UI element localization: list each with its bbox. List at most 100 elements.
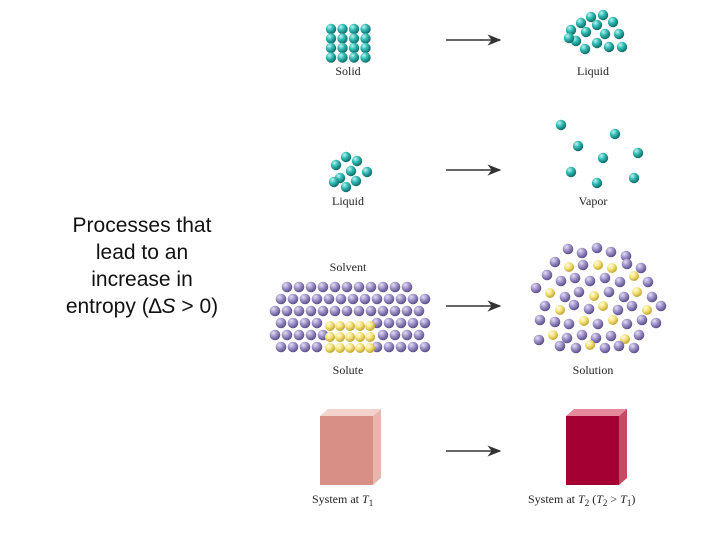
solvent-particle: [341, 305, 353, 317]
teal-particle: [325, 52, 337, 63]
solvent-particle: [371, 293, 383, 305]
solvent-particle: [389, 281, 401, 293]
teal-particle: [337, 23, 348, 35]
solute-particle: [608, 315, 618, 325]
solvent-particle: [293, 305, 305, 317]
solvent-particle: [636, 314, 648, 326]
solute-particle: [335, 343, 345, 353]
solvent-particle: [305, 305, 317, 317]
solvent-particle: [549, 256, 561, 268]
teal-particle: [555, 119, 567, 131]
solute-particle: [629, 271, 639, 281]
solvent-particle: [591, 242, 603, 254]
teal-particle: [360, 42, 371, 54]
solvent-particle: [329, 305, 341, 317]
solute-particle: [632, 287, 642, 297]
solvent-particle: [299, 317, 311, 329]
solvent-particle: [590, 332, 602, 344]
solvent-particle: [395, 317, 407, 329]
solvent-particle: [389, 329, 401, 341]
solvent-particle: [311, 293, 323, 305]
solvent-particle: [633, 329, 645, 341]
system-t2-label: System at T2 (T2 > T1): [528, 492, 635, 508]
solid-label: Solid: [335, 64, 360, 78]
caption-line-4-suffix: > 0): [175, 295, 219, 318]
teal-particle: [579, 43, 591, 55]
vapor-label: Vapor: [579, 194, 608, 208]
solvent-particle: [621, 258, 633, 270]
solvent-particle: [562, 243, 574, 255]
solvent-particle: [299, 293, 311, 305]
teal-particle: [628, 172, 640, 184]
solvent-particle: [599, 342, 611, 354]
teal-particle: [345, 165, 357, 177]
teal-particle: [591, 37, 603, 49]
solvent-particle: [389, 305, 401, 317]
solvent-particle: [395, 341, 407, 353]
solvent-particle: [383, 293, 395, 305]
solvent-particle: [401, 329, 413, 341]
teal-particle: [597, 9, 609, 21]
solvent-particle: [383, 341, 395, 353]
solution-particles: [530, 242, 667, 354]
teal-particle: [603, 41, 615, 53]
teal-particle: [599, 28, 611, 40]
teal-particle: [348, 33, 360, 44]
panel-liquid-to-vapor: Liquid Vapor: [328, 119, 644, 208]
solvent-particle: [407, 293, 419, 305]
solvent-particle: [353, 281, 365, 293]
solvent-particle: [554, 340, 566, 352]
solvent-particle: [317, 305, 329, 317]
cool-block: [320, 409, 381, 485]
teal-particle: [565, 166, 577, 178]
solvent-particle: [365, 281, 377, 293]
solvent-particle: [413, 329, 425, 341]
solvent-particle: [569, 272, 581, 284]
solute-particle: [365, 332, 375, 342]
solute-particle: [335, 321, 345, 331]
solvent-particle: [541, 269, 553, 281]
solvent-particle: [347, 293, 359, 305]
solvent-particle: [539, 300, 551, 312]
teal-particle: [325, 33, 337, 44]
teal-particle: [360, 52, 371, 63]
teal-particle: [591, 19, 603, 31]
solvent-particle: [577, 259, 589, 271]
solute-particle: [607, 263, 617, 273]
solvent-particle: [353, 305, 365, 317]
solvent-particle: [401, 281, 413, 293]
solvent-particle: [605, 330, 617, 342]
solvent-particle: [576, 247, 588, 259]
liquid-particles: [328, 151, 373, 193]
solute-particle: [585, 340, 595, 350]
solvent-particle: [281, 281, 293, 293]
solvent-particle: [419, 341, 431, 353]
solvent-particle: [407, 317, 419, 329]
solute-particle: [564, 262, 574, 272]
solvent-particle: [407, 341, 419, 353]
solute-particle: [598, 301, 608, 311]
solute-particle: [355, 321, 365, 331]
caption-line-3: increase in: [91, 268, 193, 291]
vapor-particles: [555, 119, 644, 189]
solvent-particle: [311, 341, 323, 353]
solvent-particle: [612, 304, 624, 316]
solvent-particle: [293, 329, 305, 341]
solvent-particle: [419, 317, 431, 329]
solvent-particle: [383, 317, 395, 329]
solvent-particle: [534, 314, 546, 326]
solvent-particle: [626, 300, 638, 312]
teal-particle: [360, 33, 371, 44]
hot-block: [566, 409, 627, 485]
solute-particle: [355, 343, 365, 353]
solvent-particle: [275, 341, 287, 353]
caption-line-1: Processes that: [72, 214, 212, 237]
solvent-particle: [269, 305, 281, 317]
solute-particle: [589, 291, 599, 301]
teal-particle: [616, 41, 628, 53]
solvent-particle: [584, 275, 596, 287]
teal-particle: [337, 52, 348, 63]
solvent-particle: [621, 318, 633, 330]
solvent-particle: [605, 246, 617, 258]
teal-particle: [613, 28, 625, 40]
